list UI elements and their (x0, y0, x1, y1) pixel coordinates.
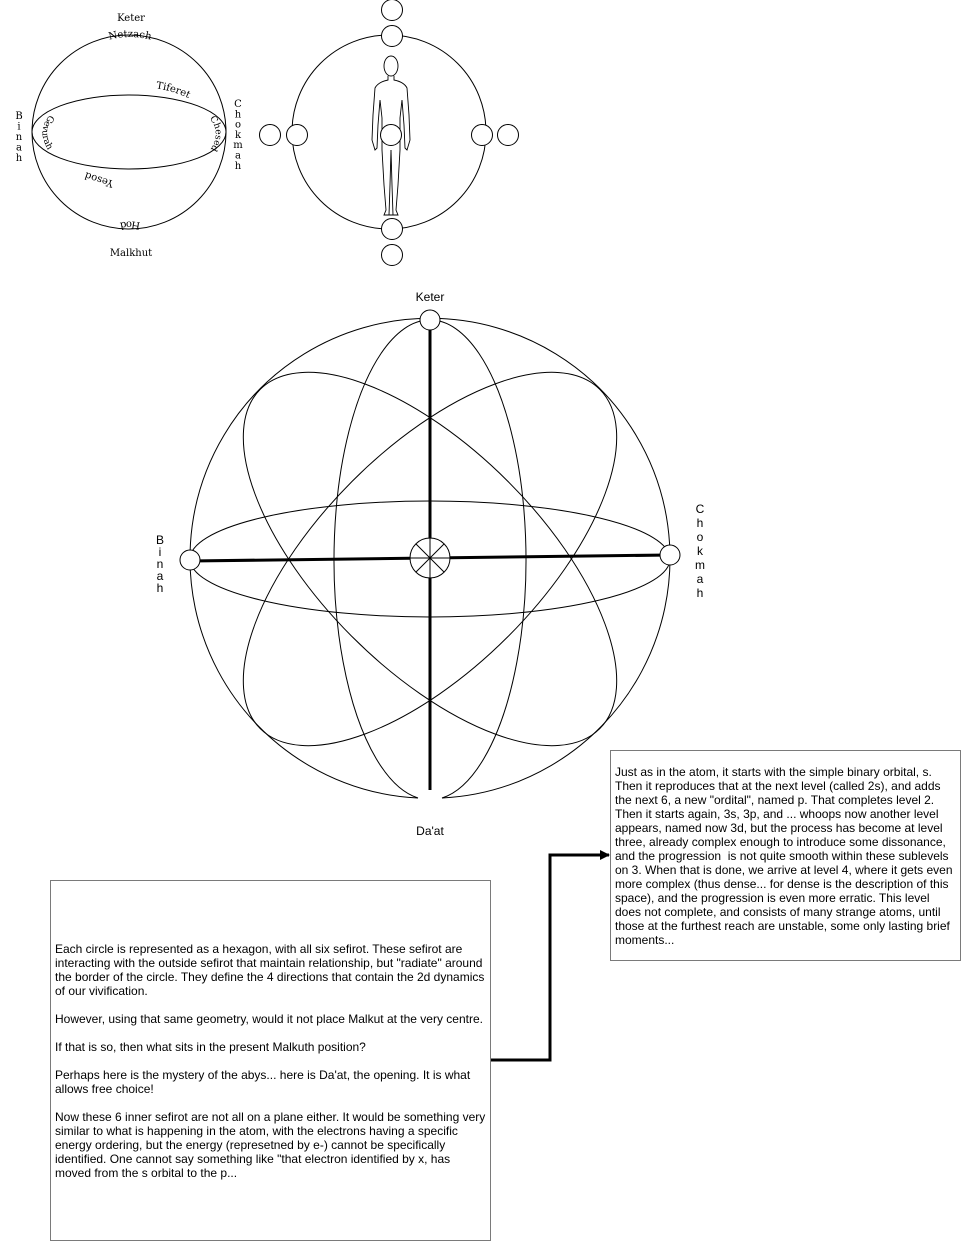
vertical-label-char: k (697, 544, 704, 558)
label-netzach: Netzach (108, 29, 153, 43)
vertical-label-char: C (696, 502, 705, 516)
vertical-label-char: o (697, 530, 704, 544)
vertical-label-char: B (156, 533, 164, 547)
left-note-paragraph: Each circle is represented as a hexagon,… (55, 941, 488, 998)
vertical-label-char: m (233, 140, 243, 151)
vertical-label-char: i (17, 122, 20, 133)
right-note-box: Just as in the atom, it starts with the … (610, 750, 961, 961)
left-note-paragraph: If that is so, then what sits in the pre… (55, 1039, 366, 1054)
vertical-label-char: o (235, 120, 241, 131)
node-right-outer (497, 124, 519, 146)
node-bottom-outer (381, 244, 403, 266)
node-left-inner (286, 124, 308, 146)
right-note-text: Just as in the atom, it starts with the … (615, 764, 956, 947)
label-gevurah: Gevurah (39, 113, 55, 152)
vertical-label-char: a (16, 143, 22, 154)
node-left-outer (259, 124, 281, 146)
sefirot-sphere-diagram: Keter Malkhut Netzach Tiferet Gevurah Ch… (15, 13, 243, 259)
label-keter: Keter (416, 290, 445, 304)
vertical-label-char: h (235, 109, 242, 120)
label-hod: Hod (118, 218, 141, 230)
vertical-label-char: a (157, 569, 164, 583)
vertical-label-char: i (159, 545, 162, 559)
left-note-box: Each circle is represented as a hexagon,… (50, 880, 491, 1241)
left-note-paragraph: Perhaps here is the mystery of the abys.… (55, 1067, 474, 1096)
label-yesod: Yesod (83, 169, 116, 189)
vertical-label-char: k (235, 130, 242, 141)
svg-text:Netzach: Netzach (108, 29, 153, 43)
vertical-label-char: C (234, 99, 242, 110)
svg-text:Gevurah: Gevurah (39, 113, 55, 152)
label-malkhut: Malkhut (110, 248, 152, 259)
svg-text:Yesod: Yesod (83, 169, 116, 189)
node-chokmah (659, 544, 681, 566)
node-top-outer (381, 0, 403, 21)
label-tiferet: Tiferet (155, 80, 191, 100)
left-note-paragraph: However, using that same geometry, would… (55, 1011, 483, 1026)
center-crossed-circle-icon (409, 537, 451, 579)
human-sphere-diagram (259, 0, 519, 266)
outer-sphere (31, 34, 227, 230)
human-figure-icon (371, 55, 411, 216)
vertical-label-char: B (15, 111, 22, 122)
vertical-label-char: a (697, 572, 704, 586)
svg-text:Chesed: Chesed (207, 114, 223, 153)
connector-arrow (491, 850, 610, 1062)
node-top-inner (381, 25, 403, 47)
svg-text:Tiferet: Tiferet (155, 80, 191, 100)
label-chesed: Chesed (207, 114, 223, 153)
node-keter (419, 309, 441, 331)
vertical-label-char: n (157, 557, 164, 571)
left-note-paragraph: Now these 6 inner sefirot are not all on… (55, 1109, 489, 1180)
node-bottom-inner (381, 218, 403, 240)
svg-text:Hod: Hod (118, 218, 141, 230)
label-daat: Da'at (416, 824, 444, 838)
vertical-label-char: n (16, 132, 23, 143)
node-center (380, 124, 402, 146)
vertical-label-char: h (697, 516, 704, 530)
vertical-label-char: h (235, 161, 242, 172)
node-right-inner (471, 124, 493, 146)
vertical-label-char: m (695, 558, 705, 572)
node-binah (179, 549, 201, 571)
vertical-label-char: h (697, 586, 704, 600)
equator-ellipse (31, 94, 227, 170)
vertical-label-char: h (157, 581, 164, 595)
vertical-label-char: h (16, 153, 23, 164)
label-keter-top: Keter (117, 13, 145, 24)
vertical-label-char: a (235, 151, 241, 162)
